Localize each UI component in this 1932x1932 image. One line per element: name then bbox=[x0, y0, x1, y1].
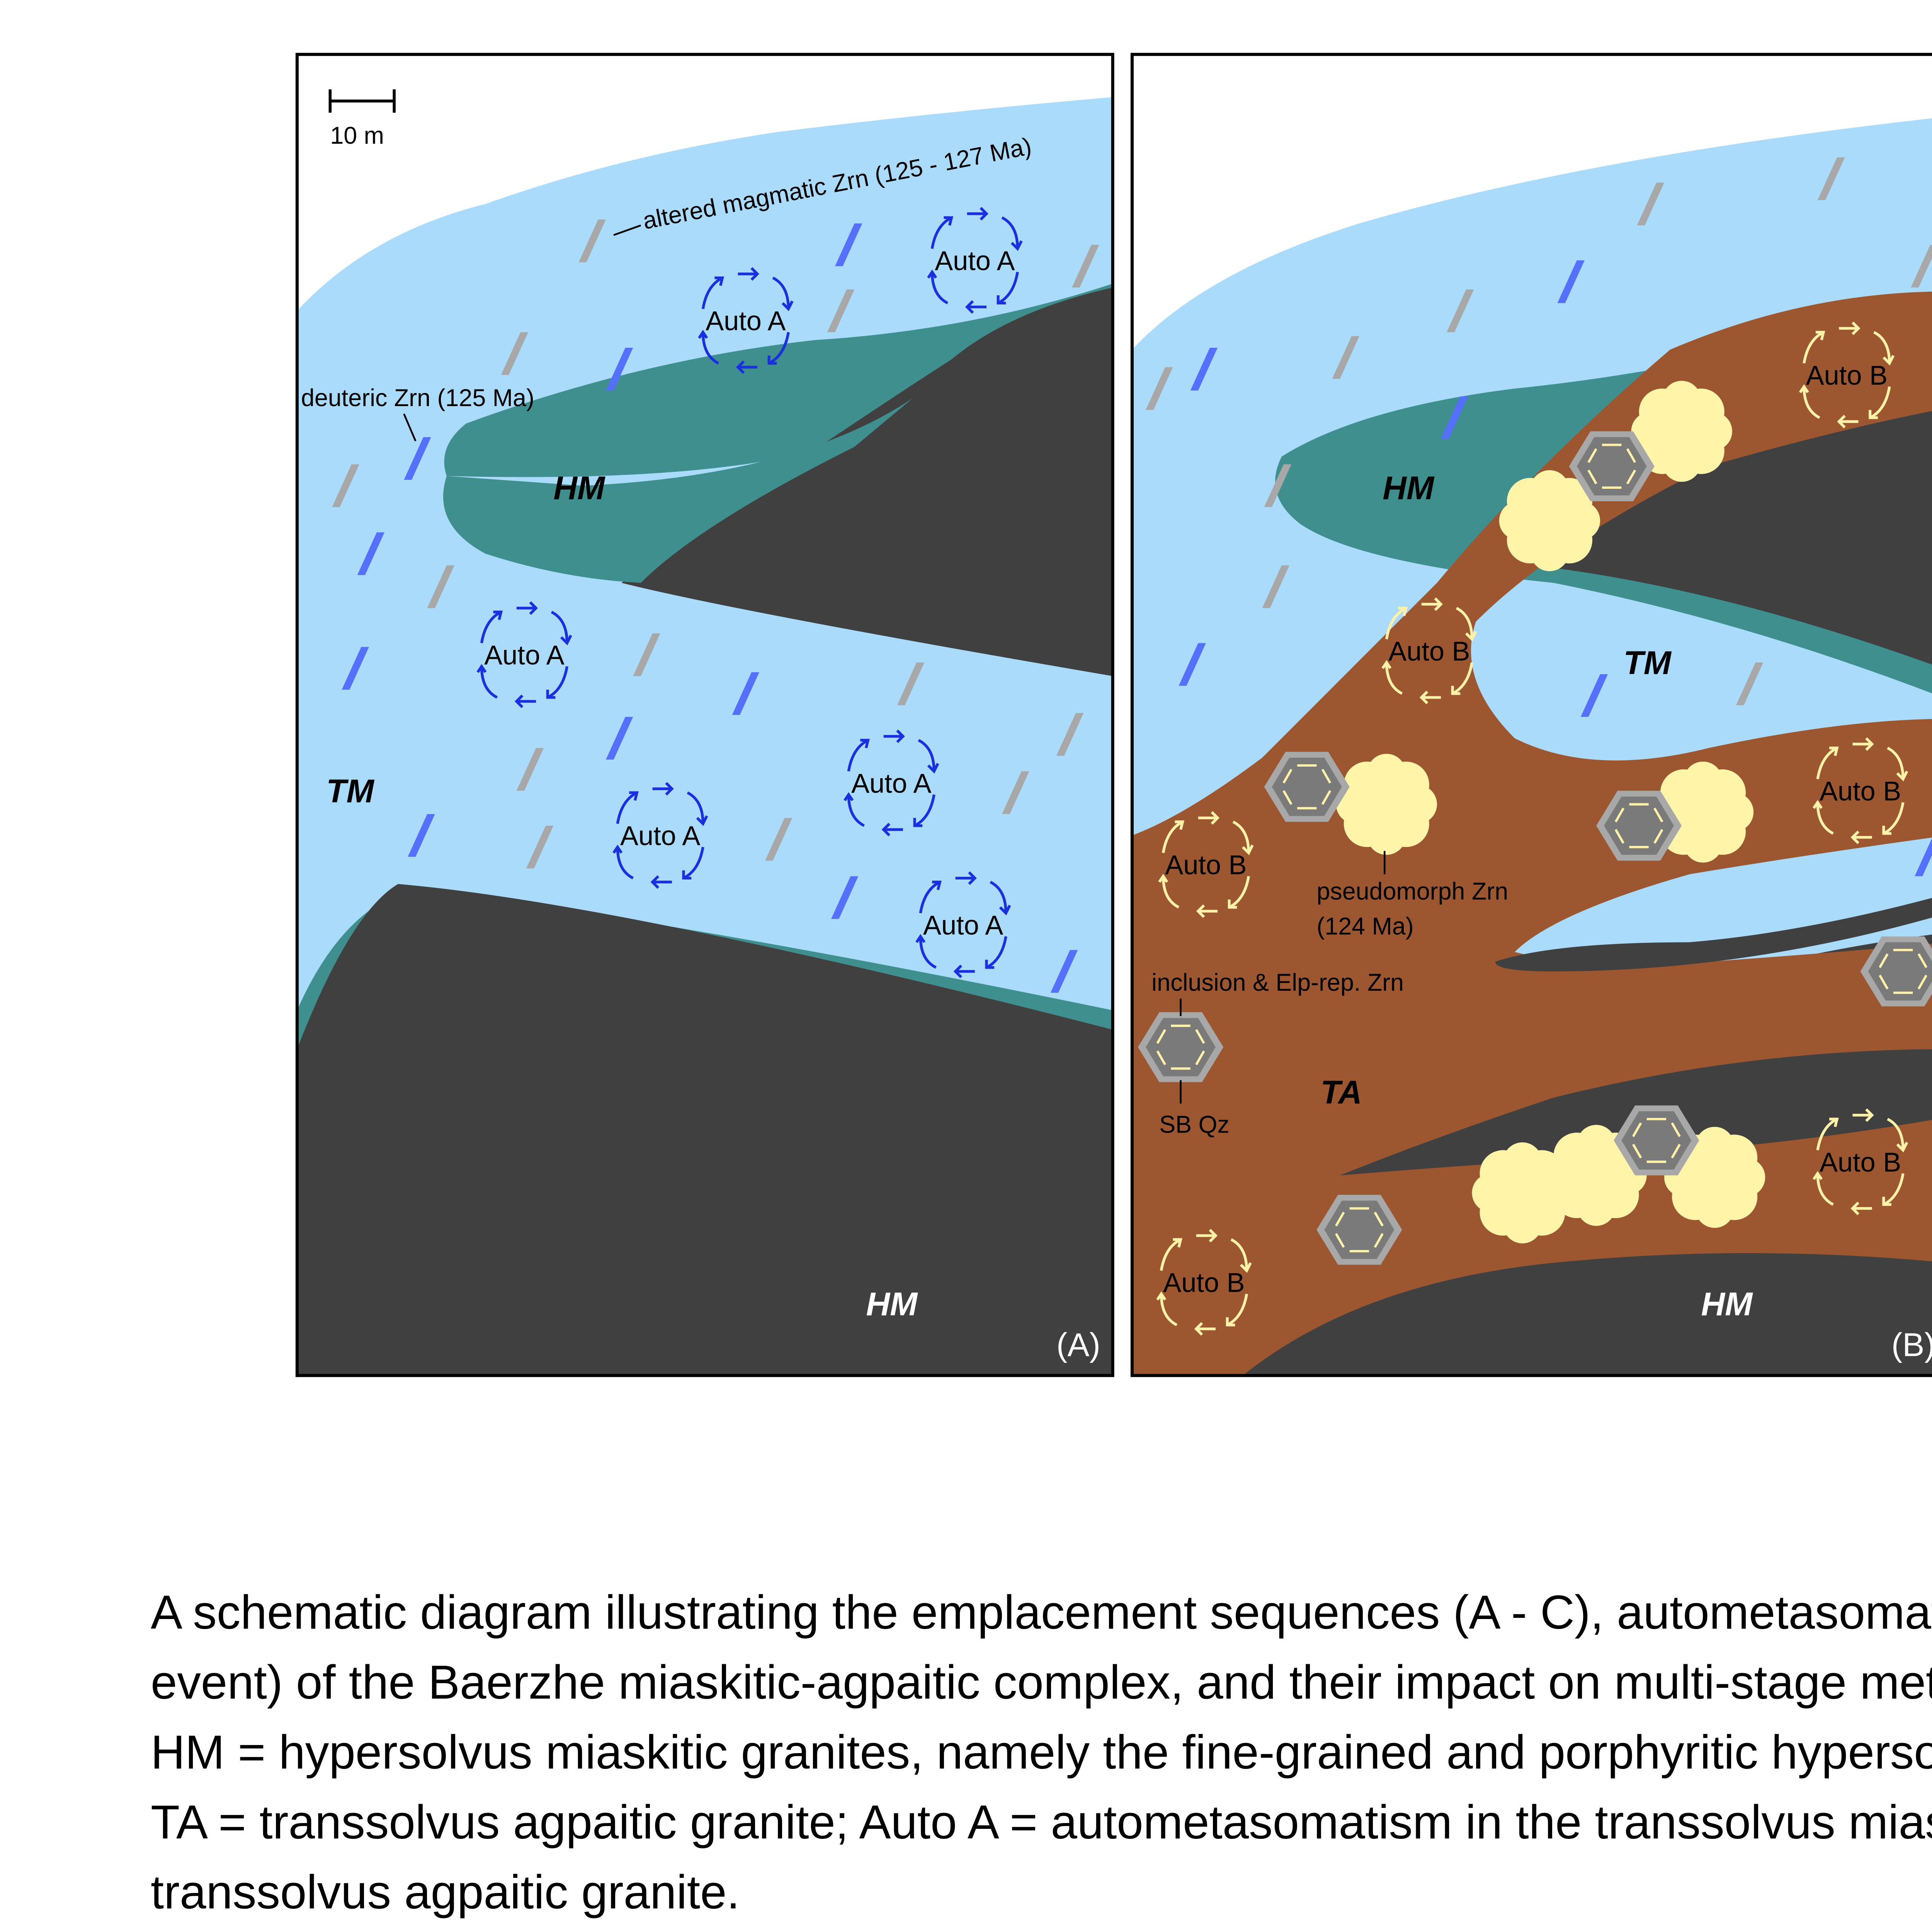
panel-a: Auto A Auto A Auto A Auto A Auto A Auto … bbox=[295, 53, 1114, 1377]
auto-a-label: Auto A bbox=[484, 640, 564, 670]
figure-canvas: Auto A Auto A Auto A Auto A Auto A Auto … bbox=[295, 53, 1932, 1377]
auto-b-label: Auto B bbox=[1820, 1147, 1901, 1177]
auto-b-label: Auto B bbox=[1806, 360, 1888, 391]
pointer-arrow bbox=[613, 224, 641, 236]
hm-porphyritic-upper-a bbox=[444, 284, 1113, 477]
auto-b-label: Auto B bbox=[1163, 1267, 1245, 1298]
auto-b-label: Auto B bbox=[1165, 850, 1247, 880]
auto-a-label: Auto A bbox=[923, 910, 1003, 940]
auto-a-label: Auto A bbox=[935, 245, 1015, 276]
unit-label-tm: TM bbox=[326, 773, 374, 810]
unit-label-hm: HM bbox=[1383, 470, 1435, 507]
unit-label-hm: HM bbox=[553, 470, 605, 507]
inclusion-zircon-label: inclusion & Elp-rep. Zrn bbox=[1151, 969, 1404, 996]
unit-label-tm: TM bbox=[1623, 645, 1672, 682]
hm-fine-lower-a bbox=[297, 884, 1113, 1376]
unit-label-hm: HM bbox=[866, 1286, 918, 1323]
schematic-figure: Auto A Auto A Auto A Auto A Auto A Auto … bbox=[295, 53, 1932, 1377]
scale-bar-label: 10 m bbox=[330, 122, 384, 149]
unit-label-hm: HM bbox=[1701, 1286, 1753, 1323]
scale-bar bbox=[328, 89, 396, 113]
sb-qz-label: SB Qz bbox=[1159, 1111, 1230, 1138]
auto-b-label: Auto B bbox=[1820, 776, 1901, 806]
panel-frame-b bbox=[1130, 53, 1932, 1377]
auto-a-label: Auto A bbox=[620, 820, 700, 851]
panel-letter-a: (A) bbox=[1056, 1327, 1100, 1363]
pseudomorph-age-label: (124 Ma) bbox=[1316, 913, 1413, 940]
hm-fine-upper-a bbox=[621, 287, 1113, 676]
auto-b-label: Auto B bbox=[1388, 636, 1470, 666]
panel-b: Auto B Auto B Auto B Auto B Auto B Auto … bbox=[1130, 53, 1932, 1377]
auto-a-label: Auto A bbox=[706, 306, 786, 336]
pointer-arrow bbox=[403, 413, 417, 442]
panel-frame-a bbox=[295, 53, 1114, 1377]
unit-label-ta: TA bbox=[1320, 1074, 1362, 1111]
figure-caption: A schematic diagram illustrating the emp… bbox=[151, 1586, 1932, 1919]
deuteric-zircon-label: deuteric Zrn (125 Ma) bbox=[301, 384, 534, 412]
auto-a-label: Auto A bbox=[851, 768, 931, 798]
ta-unit-b bbox=[1132, 291, 1932, 1376]
panel-letter-b: (B) bbox=[1891, 1327, 1932, 1363]
pseudomorph-label: pseudomorph Zrn bbox=[1316, 878, 1508, 905]
